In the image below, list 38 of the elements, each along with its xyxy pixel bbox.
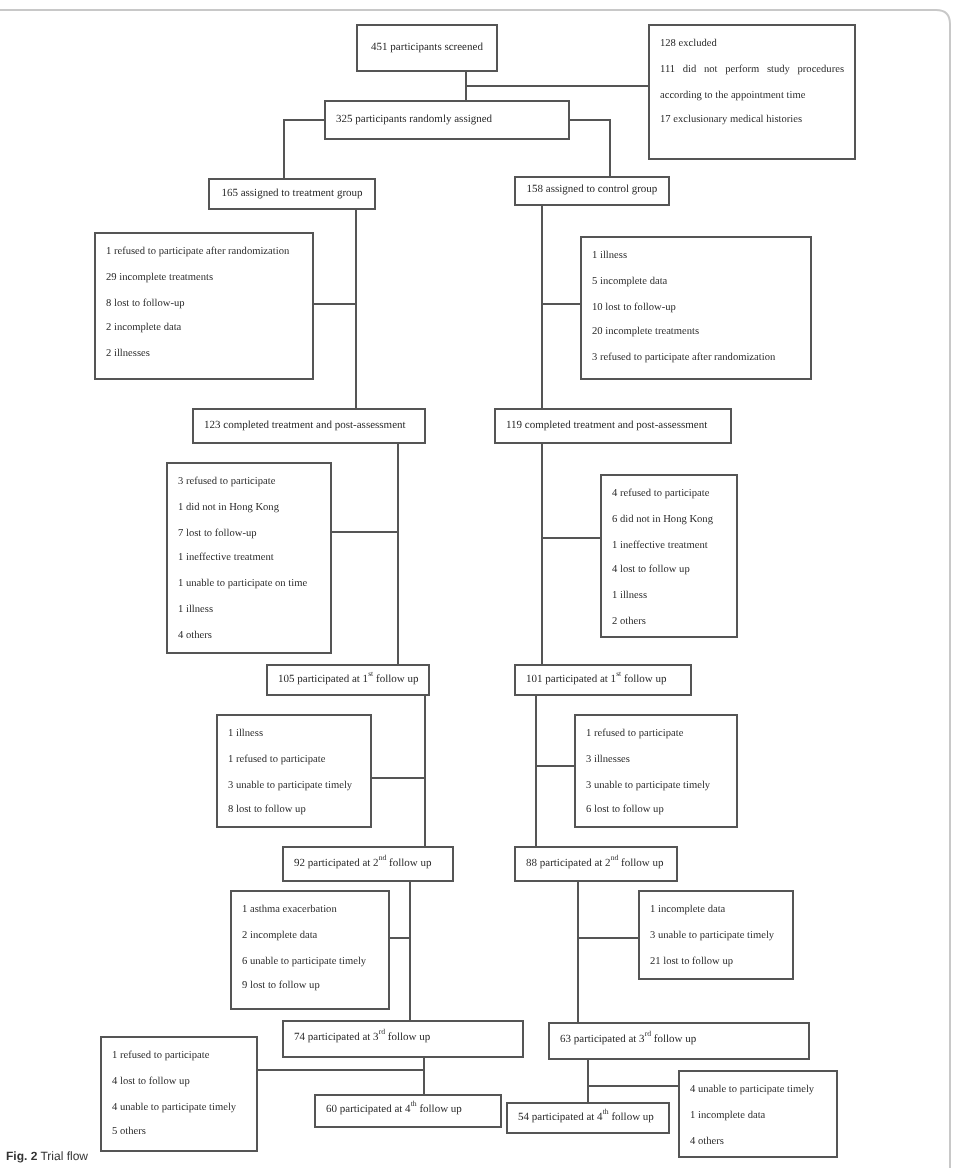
process-box bbox=[514, 664, 692, 696]
connector-line bbox=[283, 119, 325, 179]
process-box bbox=[494, 408, 732, 444]
process-box bbox=[208, 178, 376, 210]
process-box bbox=[324, 100, 570, 140]
note-box bbox=[100, 1036, 258, 1152]
process-box bbox=[192, 408, 426, 444]
note-box bbox=[230, 890, 390, 1010]
note-box bbox=[580, 236, 812, 380]
process-box bbox=[514, 846, 678, 882]
note-box bbox=[216, 714, 372, 828]
connector-line bbox=[465, 71, 649, 87]
connector-line bbox=[541, 443, 601, 539]
note-box bbox=[600, 474, 738, 638]
connector-line bbox=[371, 695, 426, 779]
process-box bbox=[282, 846, 454, 882]
process-box bbox=[506, 1102, 670, 1134]
connector-line bbox=[587, 1059, 679, 1087]
note-box bbox=[166, 462, 332, 654]
connector-line bbox=[313, 209, 357, 305]
note-box bbox=[648, 24, 856, 160]
connector-line bbox=[331, 443, 399, 533]
note-box bbox=[574, 714, 738, 828]
connector-line bbox=[541, 205, 581, 305]
process-box bbox=[548, 1022, 810, 1060]
connector-line bbox=[569, 119, 611, 177]
process-box bbox=[282, 1020, 524, 1058]
process-box bbox=[314, 1094, 502, 1128]
process-box bbox=[356, 24, 498, 72]
process-box bbox=[266, 664, 430, 696]
note-box bbox=[678, 1070, 838, 1158]
note-box bbox=[638, 890, 794, 980]
connector-line bbox=[257, 1057, 425, 1071]
connector-line bbox=[389, 881, 411, 939]
connector-line bbox=[577, 881, 639, 939]
note-box bbox=[94, 232, 314, 380]
connector-line bbox=[535, 695, 575, 767]
process-box bbox=[514, 176, 670, 206]
